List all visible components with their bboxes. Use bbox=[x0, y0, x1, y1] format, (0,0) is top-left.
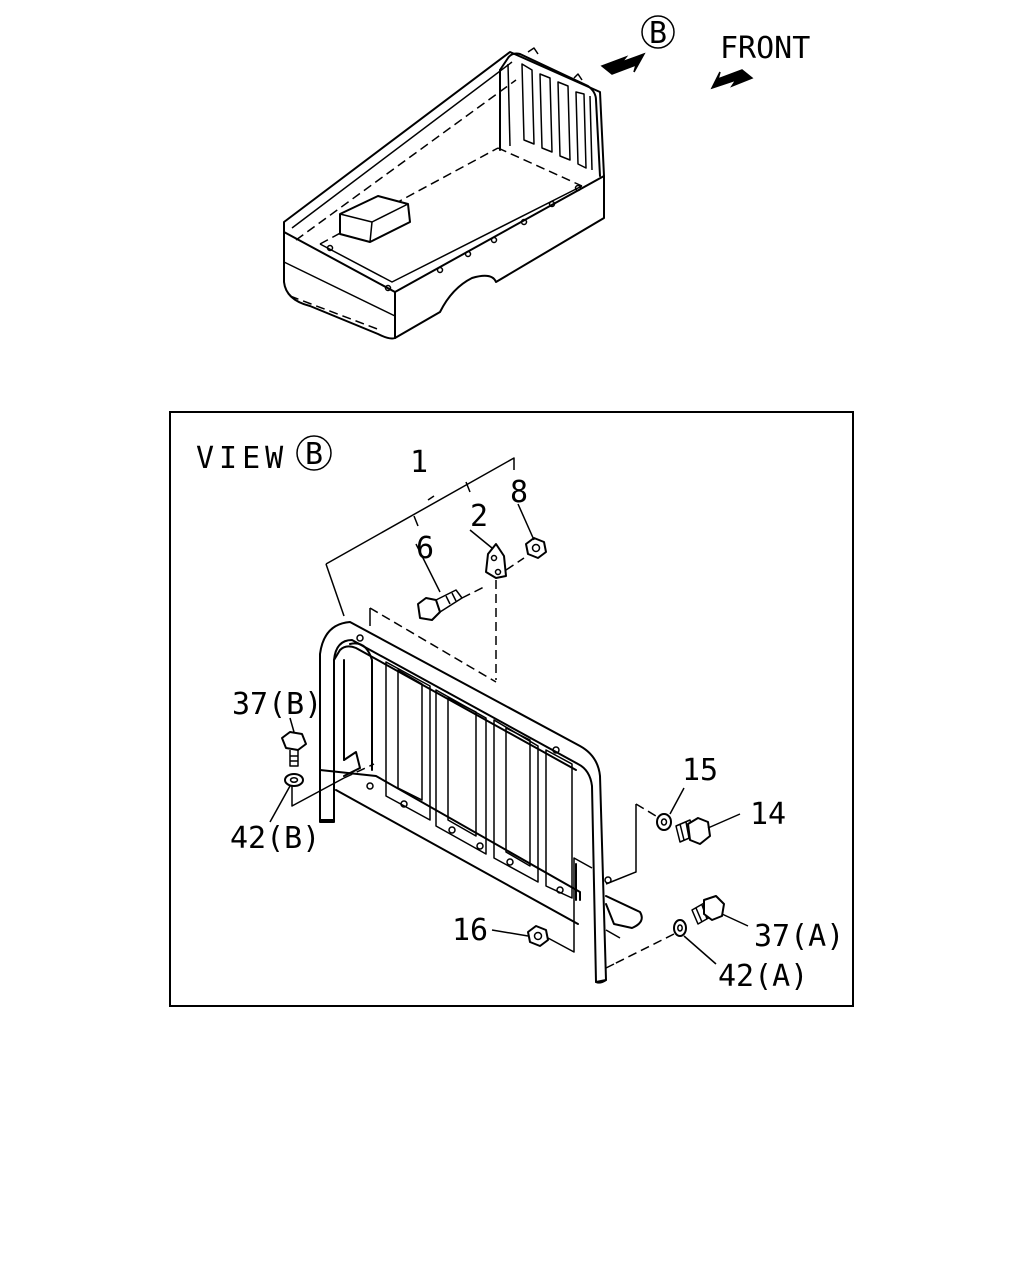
view-b-marker-letter: B bbox=[649, 16, 667, 51]
callout-1: 1 bbox=[410, 445, 428, 480]
callout-8: 8 bbox=[510, 475, 528, 510]
front-arrow bbox=[710, 69, 754, 90]
callout-2: 2 bbox=[470, 499, 488, 534]
callout-37b: 37(B) bbox=[232, 687, 322, 722]
callout-16: 16 bbox=[452, 913, 488, 948]
view-b-frame bbox=[169, 411, 854, 1007]
part-6-bolt bbox=[415, 543, 487, 621]
front-label: FRONT bbox=[720, 31, 810, 66]
view-b-indicator: B bbox=[600, 15, 675, 75]
part-16-nut bbox=[491, 857, 593, 953]
view-direction-arrow bbox=[600, 52, 646, 75]
truck-bed-overview bbox=[283, 47, 605, 340]
view-b-title: VIEW B bbox=[196, 435, 332, 476]
part-2-bracket bbox=[469, 529, 525, 680]
part-15-washer bbox=[605, 787, 685, 885]
part-42b-washer bbox=[269, 763, 375, 823]
callout-42a: 42(A) bbox=[718, 959, 808, 994]
front-indicator: FRONT bbox=[710, 31, 810, 90]
view-title-text: VIEW bbox=[196, 441, 288, 476]
part-14-bolt bbox=[675, 813, 741, 845]
callout-6: 6 bbox=[416, 531, 434, 566]
callout-14: 14 bbox=[750, 797, 786, 832]
part-37b-bolt bbox=[281, 717, 307, 767]
kit-1-leaders bbox=[325, 457, 515, 617]
headboard-assembly bbox=[319, 607, 643, 984]
part-42a-washer bbox=[605, 919, 717, 969]
part-8-nut bbox=[517, 503, 547, 559]
callout-labels: 1 8 2 6 37(B) 42(B) 15 14 16 37(A) 42(A) bbox=[230, 445, 844, 994]
callout-15: 15 bbox=[682, 753, 718, 788]
callout-42b: 42(B) bbox=[230, 821, 320, 856]
callout-37a: 37(A) bbox=[754, 919, 844, 954]
view-title-marker: B bbox=[305, 437, 323, 472]
part-37a-bolt bbox=[691, 895, 749, 927]
